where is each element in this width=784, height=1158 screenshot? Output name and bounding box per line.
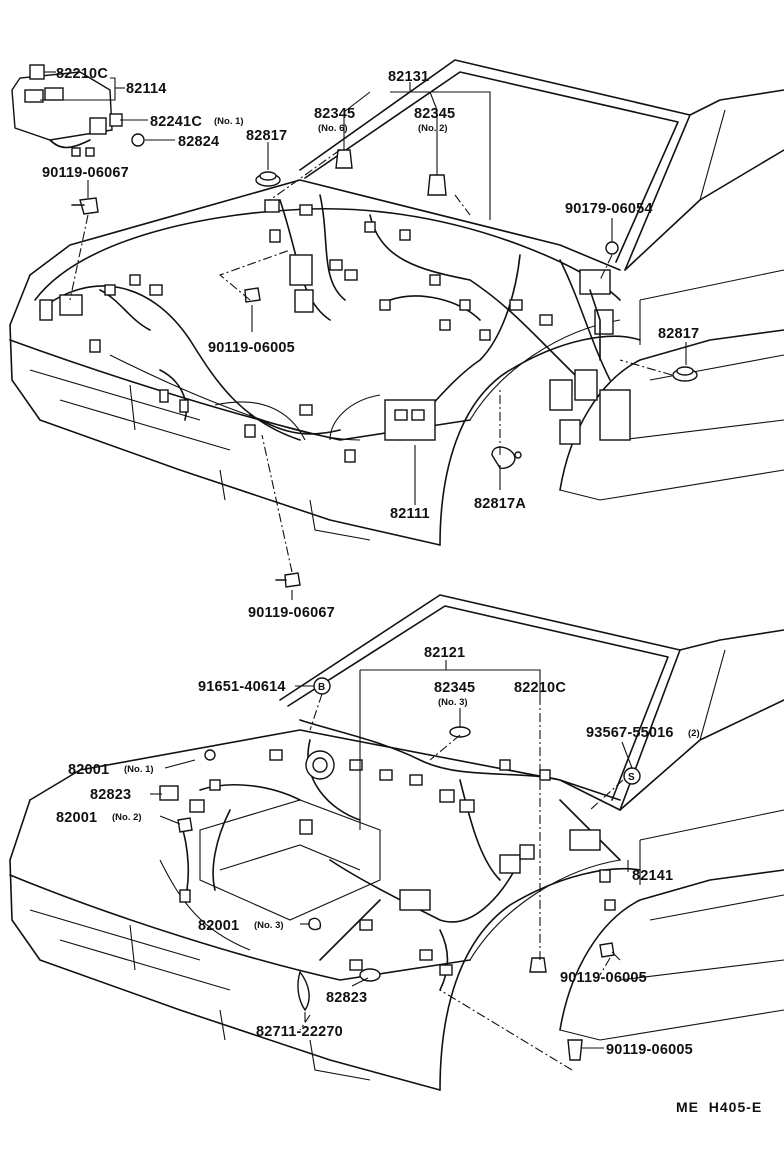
label-93567-55016: 93567-55016: [586, 725, 674, 741]
label-82121: 82121: [424, 645, 465, 661]
label-82001-no2-sub: (No. 2): [112, 812, 142, 823]
top-labels: 82210C 82114 82241C (No. 1) 82824 90119-…: [42, 66, 699, 621]
figure-code: ME H405-E: [676, 1099, 762, 1115]
top-car-body: [9, 59, 784, 546]
bottom-leaders: [150, 660, 633, 1049]
label-90179-06054: 90179-06054: [565, 201, 653, 217]
label-90119-06067-bottom: 90119-06067: [248, 605, 335, 621]
label-82345-no2-sub: (No. 2): [418, 123, 448, 134]
label-82345-no3: 82345: [434, 680, 475, 696]
label-82817a: 82817A: [474, 496, 526, 512]
label-82345-no6: 82345: [314, 106, 355, 122]
label-82817-right: 82817: [658, 326, 699, 342]
bottom-dashed-leaders: [299, 693, 624, 1071]
label-82345-no2: 82345: [414, 106, 455, 122]
top-wire-harness: [34, 194, 631, 463]
bolt-marker: B: [318, 682, 325, 693]
label-82823-top: 82823: [90, 787, 131, 803]
label-90119-06005-bottom: 90119-06005: [606, 1042, 693, 1058]
label-82241c-sub: (No. 1): [214, 116, 244, 127]
label-93567-55016-sub: (2): [688, 728, 700, 739]
label-82001-no2: 82001: [56, 810, 97, 826]
label-82001-no3-sub: (No. 3): [254, 920, 284, 931]
label-82141: 82141: [632, 868, 673, 884]
label-82111: 82111: [390, 506, 430, 522]
label-82001-no3: 82001: [198, 918, 239, 934]
label-82817-top: 82817: [246, 128, 287, 144]
label-82001-no1: 82001: [68, 762, 109, 778]
label-82345-no6-sub: (No. 6): [318, 123, 348, 134]
label-82001-no1-sub: (No. 1): [124, 764, 154, 775]
label-82711-22270: 82711-22270: [256, 1024, 343, 1040]
label-82241c: 82241C: [150, 114, 202, 130]
label-82345-no3-sub: (No. 3): [438, 697, 468, 708]
bottom-fasteners: B S: [159, 677, 641, 1061]
top-dashed-leaders: [69, 149, 673, 573]
bottom-labels: 82121 91651-40614 82345 (No. 3) 82210C 9…: [56, 645, 700, 1058]
label-82824: 82824: [178, 134, 219, 150]
bottom-car-body: [9, 594, 784, 1091]
label-82114: 82114: [126, 81, 167, 97]
top-leaders: [40, 71, 687, 600]
label-82210c-bottom: 82210C: [514, 680, 566, 696]
label-82823-bottom: 82823: [326, 990, 367, 1006]
label-90119-06067-top: 90119-06067: [42, 165, 129, 181]
top-fasteners: [71, 149, 698, 588]
washer-tank: [11, 64, 145, 157]
label-82131: 82131: [388, 69, 429, 85]
label-82210c-top: 82210C: [56, 66, 108, 82]
screw-marker: S: [628, 772, 635, 783]
label-90119-06005-top: 90119-06005: [208, 340, 295, 356]
label-90119-06005-mid: 90119-06005: [560, 970, 647, 986]
bottom-wire-harness: [179, 719, 621, 991]
label-91651-40614: 91651-40614: [198, 679, 286, 695]
